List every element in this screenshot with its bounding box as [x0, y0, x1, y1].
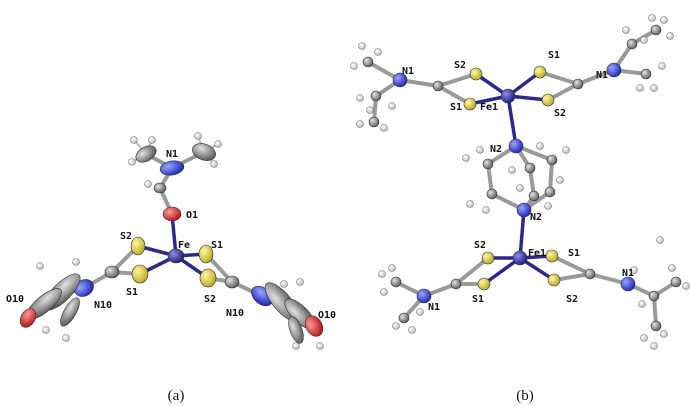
atom-label: N1 — [166, 149, 178, 160]
panel-a: N1 O1 Fe S2 S1 S1 S2 N10 N10 O10 O10 (a) — [6, 132, 336, 404]
atom-label: N1 — [622, 268, 634, 279]
atom-label: N1 — [596, 70, 608, 81]
panel-a-atoms — [19, 143, 324, 344]
panel-a-caption: (a) — [168, 388, 185, 404]
atom-label: O1 — [186, 210, 198, 221]
atom-label: O10 — [6, 294, 24, 305]
atom-label: S1 — [472, 294, 484, 305]
atom-label: N2 — [530, 212, 542, 223]
panel-a-labels: N1 O1 Fe S2 S1 S1 S2 N10 N10 O10 O10 — [6, 149, 336, 321]
panel-b-hydrogens — [350, 14, 690, 350]
atom-label: Fe — [178, 240, 190, 251]
atom-label: S1 — [568, 248, 580, 259]
atom-label: S1 — [126, 287, 138, 298]
atom-label: N1 — [402, 66, 414, 77]
atom-label: N10 — [94, 300, 112, 311]
atom-label: S2 — [554, 108, 566, 119]
atom-label: S1 — [211, 240, 223, 251]
atom-label: S2 — [454, 60, 466, 71]
atom-label: N10 — [226, 308, 244, 319]
atom-label: S1 — [548, 50, 560, 61]
panel-b-labels: N1 S2 S1 Fe1 S1 N1 S2 N2 N2 S2 Fe1 S1 N1… — [402, 50, 634, 313]
panel-b-caption: (b) — [516, 388, 534, 404]
panel-b-atoms — [362, 24, 682, 332]
atom-label: N1 — [428, 302, 440, 313]
atom-label: S2 — [566, 294, 578, 305]
atom-label: S2 — [120, 231, 132, 242]
atom-label: S2 — [204, 294, 216, 305]
atom-label: O10 — [318, 310, 336, 321]
atom-label: Fe1 — [528, 248, 546, 259]
atom-label: S2 — [474, 240, 486, 251]
panel-b: N1 S2 S1 Fe1 S1 N1 S2 N2 N2 S2 Fe1 S1 N1… — [350, 14, 690, 404]
atom-label: Fe1 — [480, 102, 498, 113]
atom-label: S1 — [450, 102, 462, 113]
atom-label: N2 — [490, 144, 502, 155]
